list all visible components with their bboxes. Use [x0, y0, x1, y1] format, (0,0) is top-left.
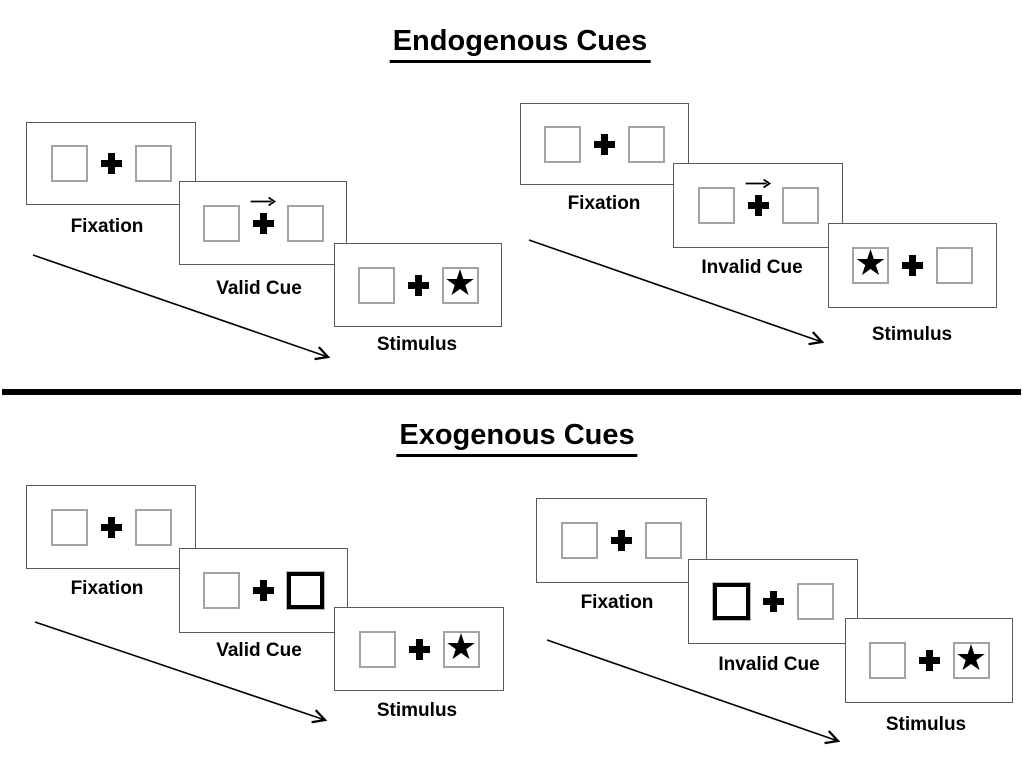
right-stimulus-box: ★ — [442, 626, 480, 668]
section-title-exogenous: Exogenous Cues — [396, 419, 638, 457]
right-stimulus-box: ★ — [441, 262, 479, 304]
right-placeholder-box — [781, 187, 819, 224]
fixation-cross-icon — [762, 591, 784, 612]
fixation-cross-icon — [918, 650, 940, 671]
left-placeholder-box — [50, 508, 88, 546]
fixation-cross-icon — [100, 516, 122, 538]
right-arrow-cue-icon — [745, 178, 772, 189]
right-placeholder-box — [796, 583, 834, 620]
panel-label-valid-cue: Valid Cue — [216, 640, 302, 661]
exo-invalid-fixation-panel — [536, 498, 707, 583]
timeline-arrow-endo-invalid — [528, 239, 822, 342]
fixation-cross-icon — [407, 274, 429, 296]
right-stimulus-box: ★ — [952, 638, 990, 679]
star-stimulus-icon: ★ — [854, 243, 887, 284]
right-placeholder-box — [936, 247, 973, 284]
left-placeholder-box — [358, 630, 396, 668]
panel-label-fixation: Fixation — [70, 578, 144, 599]
right-placeholder-box — [286, 204, 324, 242]
endo-valid-fixation-panel — [26, 122, 196, 205]
panel-label-fixation: Fixation — [580, 592, 654, 613]
panel-label-stimulus: Stimulus — [871, 324, 953, 345]
section-divider — [2, 389, 1021, 395]
exo-valid-cue-panel — [179, 548, 348, 633]
exo-invalid-cue-panel — [688, 559, 858, 644]
section-title-endogenous: Endogenous Cues — [389, 25, 651, 63]
right-placeholder-box — [628, 125, 665, 163]
left-placeholder-box — [697, 187, 735, 224]
left-stimulus-box: ★ — [852, 243, 889, 284]
endo-invalid-stimulus-panel: ★ — [828, 223, 997, 308]
fixation-cross-icon — [253, 580, 274, 601]
exo-invalid-stimulus-panel: ★ — [845, 618, 1013, 703]
panel-label-invalid-cue: Invalid Cue — [701, 257, 803, 278]
endo-valid-cue-panel — [179, 181, 347, 265]
left-placeholder-box — [203, 572, 240, 609]
endo-invalid-fixation-panel — [520, 103, 689, 185]
left-thick-cue-box — [711, 582, 751, 621]
left-placeholder-box — [544, 125, 581, 163]
panel-label-stimulus: Stimulus — [885, 714, 967, 735]
panel-label-stimulus: Stimulus — [376, 700, 458, 721]
left-placeholder-box — [50, 145, 88, 182]
left-placeholder-box — [202, 204, 240, 242]
right-thick-cue-box — [286, 571, 325, 610]
left-placeholder-box — [561, 522, 598, 559]
fixation-cross-icon — [594, 133, 615, 155]
fixation-cross-icon — [250, 196, 277, 234]
fixation-cross-icon — [408, 638, 430, 660]
fixation-cross-icon — [745, 178, 772, 216]
left-placeholder-box — [868, 642, 906, 679]
panel-label-valid-cue: Valid Cue — [216, 278, 302, 299]
star-stimulus-icon: ★ — [443, 262, 477, 304]
right-arrow-cue-icon — [250, 196, 277, 206]
timeline-arrow-exo-valid — [34, 621, 325, 720]
panel-label-fixation: Fixation — [567, 193, 641, 214]
endo-valid-stimulus-panel: ★ — [334, 243, 502, 327]
timeline-arrow-endo-valid — [32, 254, 328, 357]
right-placeholder-box — [134, 145, 172, 182]
panel-label-invalid-cue: Invalid Cue — [718, 654, 820, 675]
star-stimulus-icon: ★ — [954, 638, 988, 679]
exo-valid-fixation-panel — [26, 485, 196, 569]
fixation-cross-icon — [902, 255, 923, 276]
endo-invalid-cue-panel — [673, 163, 843, 248]
right-placeholder-box — [645, 522, 682, 559]
panel-label-fixation: Fixation — [70, 216, 144, 237]
panel-label-stimulus: Stimulus — [376, 334, 458, 355]
right-placeholder-box — [134, 508, 172, 546]
star-stimulus-icon: ★ — [444, 626, 478, 668]
fixation-cross-icon — [611, 530, 632, 551]
fixation-cross-icon — [100, 153, 122, 174]
exo-valid-stimulus-panel: ★ — [334, 607, 504, 691]
left-placeholder-box — [357, 266, 395, 304]
